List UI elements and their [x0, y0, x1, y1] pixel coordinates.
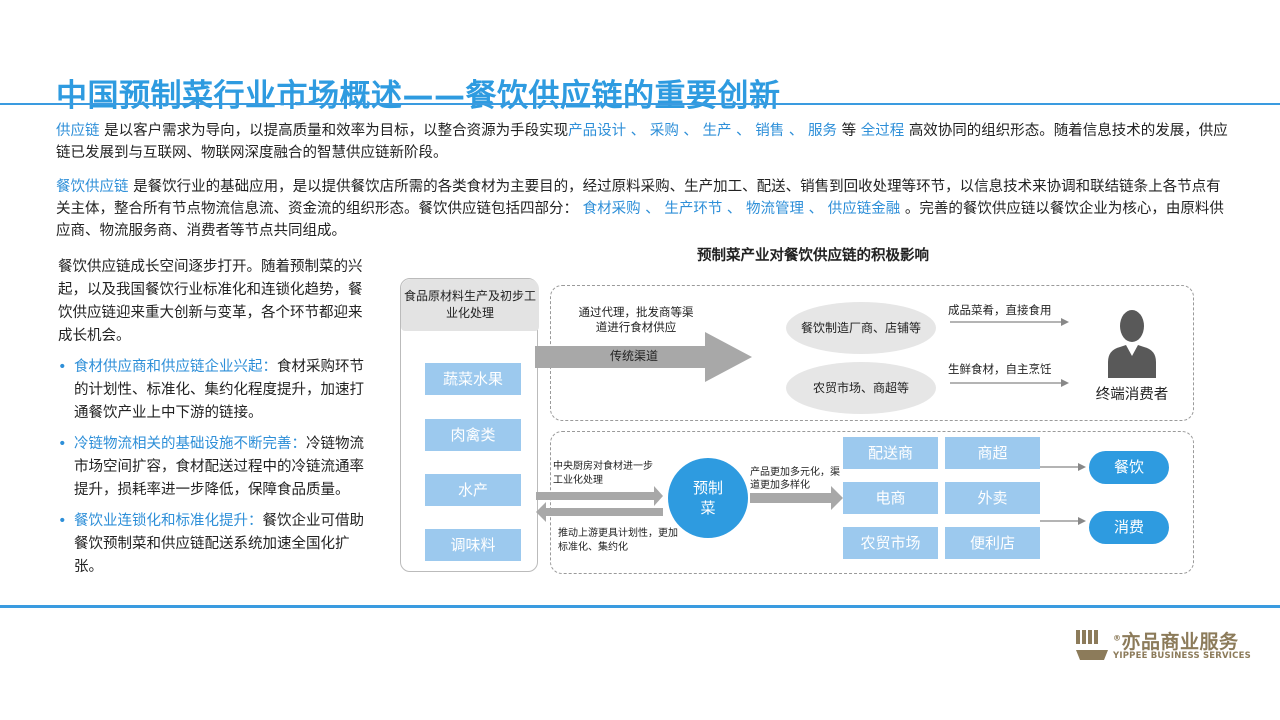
- kitchen-processing-arrow: [536, 486, 663, 506]
- catering-supply-paragraph: 餐饮供应链 是餐饮行业的基础应用，是以提供餐饮店所需的各类食材为主要目的，经过原…: [56, 176, 1228, 242]
- diversification-text: 产品更加多元化，渠道更加多样化: [750, 467, 840, 491]
- para1-text-a: 是以客户需求为导向，以提高质量和效率为目标，以整合资源为手段实现: [104, 123, 569, 139]
- channel-supermarket: 商超: [945, 437, 1040, 469]
- channel-farmers-market: 农贸市场: [843, 527, 938, 559]
- bullet-item: • 冷链物流相关的基础设施不断完善：冷链物流市场空间扩容，食材配送过程中的冷链流通…: [58, 433, 366, 502]
- arrow-to-finished-dishes-head: [1061, 318, 1069, 326]
- diagram-arrows: [535, 318, 1086, 525]
- bullet-body: 食材采购环节的计划性、标准化、集约化程度提升，加速打通餐饮产业上中下游的链接。: [74, 359, 364, 421]
- category-seafood: 水产: [425, 474, 521, 506]
- logo-name-text: 亦品商业服务: [1121, 631, 1239, 653]
- bullet-dot: •: [58, 436, 67, 452]
- bullet-item: • 食材供应商和供应链企业兴起：食材采购环节的计划性、标准化、集约化程度提升，加速…: [58, 356, 366, 425]
- catering-supply-term: 餐饮供应链: [56, 179, 129, 195]
- raw-material-heading: 食品原材料生产及初步工业化处理: [401, 279, 539, 331]
- logo-name: ®亦品商业服务: [1113, 627, 1239, 654]
- para1-text-b: 等: [841, 123, 857, 139]
- bullet-body: 冷链物流市场空间扩容，食材配送过程中的冷链流通率提升，损耗率进一步降低，保障食品…: [74, 436, 364, 498]
- bullet-heading: 食材供应商和供应链企业兴起：: [74, 359, 277, 375]
- title-underline: [0, 103, 1280, 105]
- market-supermarket-oval: 农贸市场、商超等: [786, 362, 936, 414]
- supply-chain-paragraph: 供应链 是以客户需求为导向，以提高质量和效率为目标，以整合资源为手段实现产品设计…: [56, 120, 1228, 164]
- catering-manufacturer-oval: 餐饮制造厂商、店铺等: [786, 302, 936, 354]
- arrow-to-fresh-ingredients-head: [1061, 379, 1069, 387]
- bullet-dot: •: [58, 513, 67, 529]
- category-seasoning: 调味料: [425, 529, 521, 561]
- para1-highlight-stages: 产品设计 、 采购 、 生产 、 销售 、 服务: [568, 123, 837, 139]
- channel-distributor: 配送商: [843, 437, 938, 469]
- arrow-to-catering-head: [1078, 463, 1086, 471]
- person-icon: [1108, 310, 1156, 378]
- bullet-body: 餐饮企业可借助餐饮预制菜和供应链配送系统加速全国化扩张。: [74, 513, 364, 575]
- registered-mark: ®: [1113, 633, 1122, 643]
- category-meat-poultry: 肉禽类: [425, 419, 521, 451]
- channel-convenience-store: 便利店: [945, 527, 1040, 559]
- prepared-dish-circle: 预制菜: [668, 458, 748, 538]
- growth-section: 餐饮供应链成长空间逐步打开。随着预制菜的兴起，以及我国餐饮行业标准化和连锁化趋势…: [58, 256, 366, 579]
- diagram-title: 预制菜产业对餐饮供应链的积极影响: [697, 248, 929, 264]
- raw-material-group: 食品原材料生产及初步工业化处理 蔬菜水果 肉禽类 水产 调味料: [400, 278, 539, 572]
- yippee-logo-icon: [1076, 630, 1108, 660]
- page-title: 中国预制菜行业市场概述——餐饮供应链的重要创新: [56, 78, 781, 114]
- channel-takeout: 外卖: [945, 482, 1040, 514]
- target-consumption: 消费: [1089, 511, 1169, 544]
- agent-wholesale-text: 通过代理，批发商等渠道进行食材供应: [578, 305, 694, 334]
- target-catering: 餐饮: [1089, 451, 1169, 484]
- fresh-ingredients-text: 生鲜食材，自主烹饪: [948, 362, 1052, 376]
- bullet-heading: 冷链物流相关的基础设施不断完善：: [74, 436, 306, 452]
- upstream-feedback-arrow: [536, 502, 663, 522]
- end-consumer-label: 终端消费者: [1095, 387, 1169, 403]
- arrow-to-consumption-head: [1078, 517, 1086, 525]
- logo-subtitle: YIPPEE BUSINESS SERVICES: [1113, 651, 1251, 661]
- footer-rule: [0, 605, 1280, 608]
- para2-text-a: 是餐饮行业的基础应用，是以提供餐饮店所需的各类食材为主要目的，经过原料采购、生产…: [56, 179, 1221, 217]
- channel-ecommerce: 电商: [843, 482, 938, 514]
- category-vegetables-fruits: 蔬菜水果: [425, 363, 521, 395]
- para2-highlight-parts: 食材采购 、 生产环节 、 物流管理 、 供应链金融: [582, 201, 901, 217]
- traditional-channel-label: 传统渠道: [609, 349, 658, 363]
- bullet-dot: •: [58, 359, 67, 375]
- supply-chain-diagram: 预制菜产业对餐饮供应链的积极影响 食品原材料生产及初步工业化处理 蔬菜水果 肉禽…: [398, 240, 1198, 580]
- supply-chain-term: 供应链: [56, 123, 100, 139]
- bullet-heading: 餐饮业连锁化和标准化提升：: [74, 513, 263, 529]
- diversification-arrow: [750, 486, 843, 510]
- para2-text-b: 。完善的餐饮供应链以餐饮企业为核心，由原料供应商、物流服务商、消费者等节点共同组…: [56, 201, 1224, 239]
- upstream-feedback-text: 推动上游更具计划性，更加标准化、集约化: [558, 528, 678, 553]
- bullet-item: • 餐饮业连锁化和标准化提升：餐饮企业可借助餐饮预制菜和供应链配送系统加速全国化扩…: [58, 510, 366, 579]
- para1-highlight-process: 全过程: [860, 123, 905, 139]
- growth-intro: 餐饮供应链成长空间逐步打开。随着预制菜的兴起，以及我国餐饮行业标准化和连锁化趋势…: [58, 259, 363, 344]
- prepared-dish-label: 预制菜: [692, 479, 723, 517]
- central-kitchen-text: 中央厨房对食材进一步工业化处理: [553, 461, 653, 486]
- para1-text-c: 高效协同的组织形态。随着信息技术的发展，供应链已发展到与互联网、物联网深度融合的…: [56, 123, 1228, 161]
- finished-dishes-text: 成品菜肴，直接食用: [948, 303, 1052, 317]
- traditional-channel-arrow: [535, 332, 752, 382]
